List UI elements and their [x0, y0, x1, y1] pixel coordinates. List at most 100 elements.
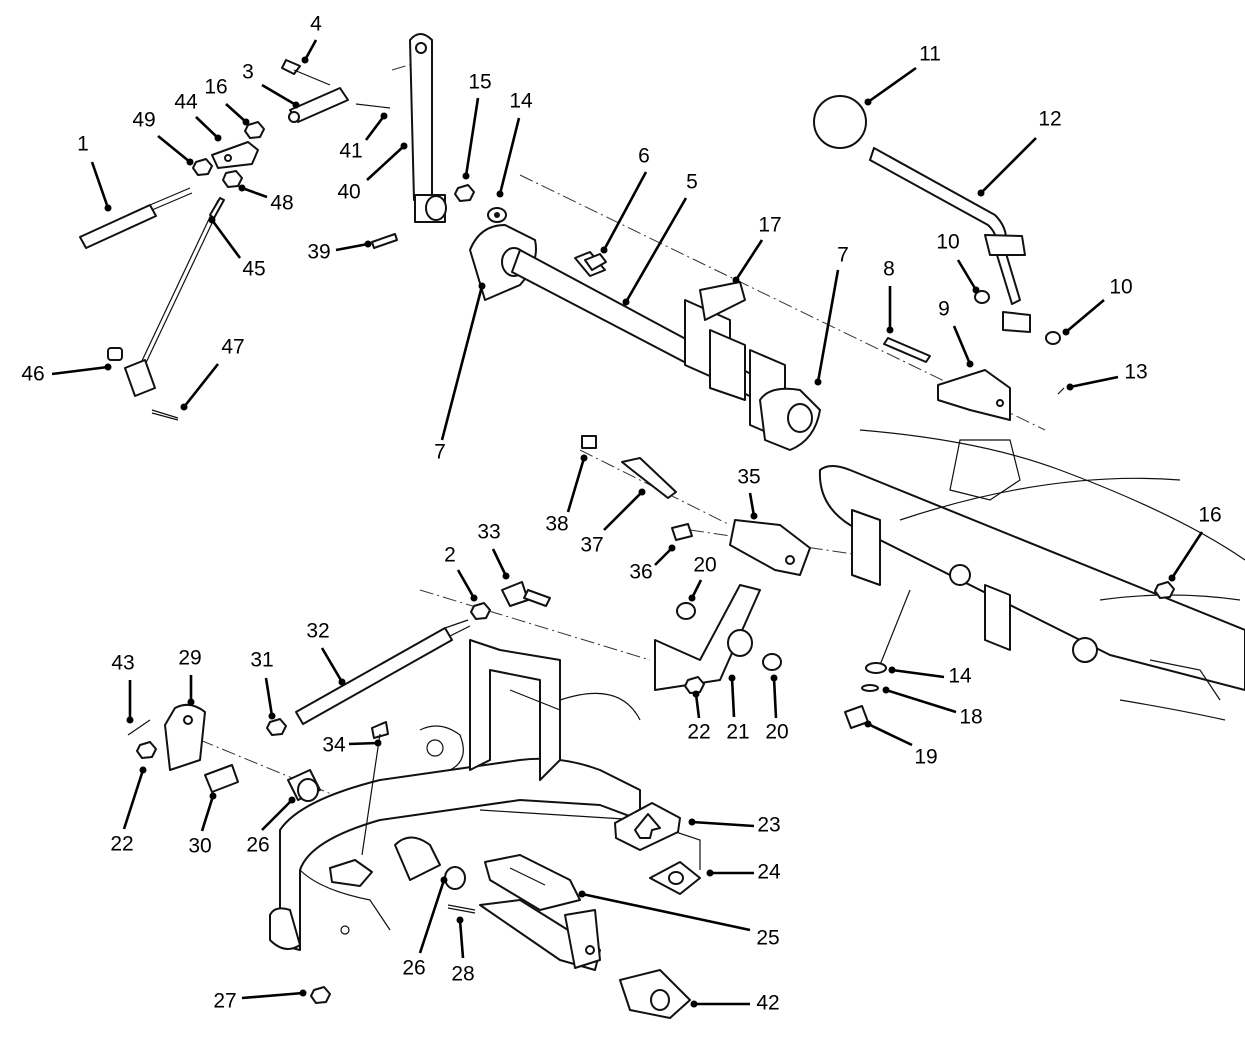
callout-25: 25: [756, 927, 779, 950]
leader-line-34: [348, 741, 379, 746]
leader-dot-15: [462, 172, 470, 180]
leader-dot-46: [104, 363, 112, 371]
leader-dot-1: [104, 204, 112, 212]
callout-17: 17: [758, 214, 781, 237]
callout-20-upper: 20: [693, 554, 716, 577]
leader-dot-49: [186, 158, 194, 166]
part-frame-tab: [329, 859, 373, 887]
part-28-roll-pin: [447, 904, 476, 914]
leader-line-31: [264, 677, 274, 717]
callout-46: 46: [21, 363, 44, 386]
leader-line-11: [867, 66, 917, 104]
part-48-nut: [222, 170, 243, 188]
part-41-cotter-pin: [355, 103, 391, 109]
callout-49: 49: [132, 109, 155, 132]
part-38-bolt: [581, 435, 597, 449]
leader-dot-7-right: [814, 378, 822, 386]
callout-7-right: 7: [837, 244, 849, 267]
leader-dot-26-lower: [440, 876, 448, 884]
leader-dot-28: [456, 916, 464, 924]
leader-dot-9: [966, 360, 974, 368]
callout-41: 41: [339, 140, 362, 163]
leader-line-9: [952, 325, 972, 365]
leader-line-13: [1069, 375, 1119, 389]
callout-1: 1: [77, 133, 89, 156]
callout-19: 19: [914, 746, 937, 769]
callout-28: 28: [451, 963, 474, 986]
leader-line-16-right: [1170, 531, 1204, 579]
leader-dot-14-upper: [496, 190, 504, 198]
callout-24: 24: [757, 861, 781, 884]
leader-line-22-left: [122, 769, 145, 830]
callout-12: 12: [1038, 108, 1061, 131]
callout-39: 39: [307, 241, 330, 264]
leader-dot-2: [470, 594, 478, 602]
leader-dot-26-upper: [288, 796, 296, 804]
callout-10-left: 10: [936, 231, 959, 254]
leader-line-49: [157, 134, 191, 164]
leader-line-10-left: [956, 259, 978, 291]
leader-dot-21: [728, 674, 736, 682]
callout-10-right: 10: [1109, 276, 1132, 299]
callout-23: 23: [757, 814, 780, 837]
part-32-brake-rod: [295, 619, 471, 725]
leader-line-22-right: [694, 693, 701, 719]
leader-dot-45: [208, 216, 216, 224]
part-45-link-rod: [139, 197, 225, 368]
leader-line-46: [51, 365, 109, 376]
leader-line-37: [603, 491, 643, 531]
part-10-bushing-left: [974, 290, 990, 304]
callout-30: 30: [188, 835, 211, 858]
part-27-nut: [310, 986, 331, 1004]
part-20-bushing-lower: [762, 653, 782, 671]
part-3-yoke: [288, 87, 349, 123]
lower-frame-structure: [269, 639, 701, 951]
callout-45: 45: [242, 258, 265, 281]
leader-line-41: [364, 115, 386, 141]
leader-line-14-upper: [498, 117, 521, 195]
leader-line-10-right: [1065, 299, 1105, 333]
part-24-pad: [649, 861, 701, 895]
leader-dot-12: [977, 189, 985, 197]
callout-35: 35: [737, 466, 760, 489]
part-47-cotter-pin: [151, 409, 179, 421]
callout-18: 18: [959, 706, 982, 729]
part-33-ball-joint: [501, 581, 551, 607]
part-18-clip: [861, 684, 879, 692]
leader-dot-6: [600, 246, 608, 254]
part-44-bracket: [211, 141, 259, 169]
leader-dot-18: [882, 686, 890, 694]
leader-line-20-lower: [772, 677, 778, 719]
leader-dot-23: [688, 818, 696, 826]
leader-dot-44: [214, 134, 222, 142]
part-42-pedal-bracket: [619, 969, 691, 1019]
leader-lines: [51, 39, 1204, 1008]
callout-38: 38: [545, 513, 568, 536]
part-10-bushing-right: [1045, 331, 1061, 345]
part-49-nut: [192, 158, 213, 176]
callout-14-upper: 14: [509, 90, 533, 113]
leader-line-38: [566, 457, 586, 513]
part-2-nut: [470, 602, 491, 620]
part-31-nut: [266, 718, 287, 736]
leader-dot-41: [380, 112, 388, 120]
leader-line-23: [691, 820, 755, 828]
leader-line-35: [748, 492, 756, 517]
callout-48: 48: [270, 192, 293, 215]
part-1-shift-cable: [79, 187, 193, 249]
leader-dot-16-right: [1168, 574, 1176, 582]
part-34-bolt: [361, 721, 389, 856]
leader-dot-35: [750, 512, 758, 520]
part-13-clip: [1057, 387, 1065, 395]
leader-dot-16-upper: [242, 118, 250, 126]
leader-dot-22-left: [139, 766, 147, 774]
callout-16-upper: 16: [204, 76, 227, 99]
part-29-bracket: [164, 703, 206, 771]
callout-43: 43: [111, 652, 134, 675]
callout-11: 11: [919, 43, 941, 66]
part-26-bushing-upper: [287, 769, 321, 802]
leader-dot-22-right: [692, 690, 700, 698]
leader-line-32: [320, 647, 344, 683]
callout-32: 32: [306, 620, 329, 643]
callout-2: 2: [444, 544, 456, 567]
